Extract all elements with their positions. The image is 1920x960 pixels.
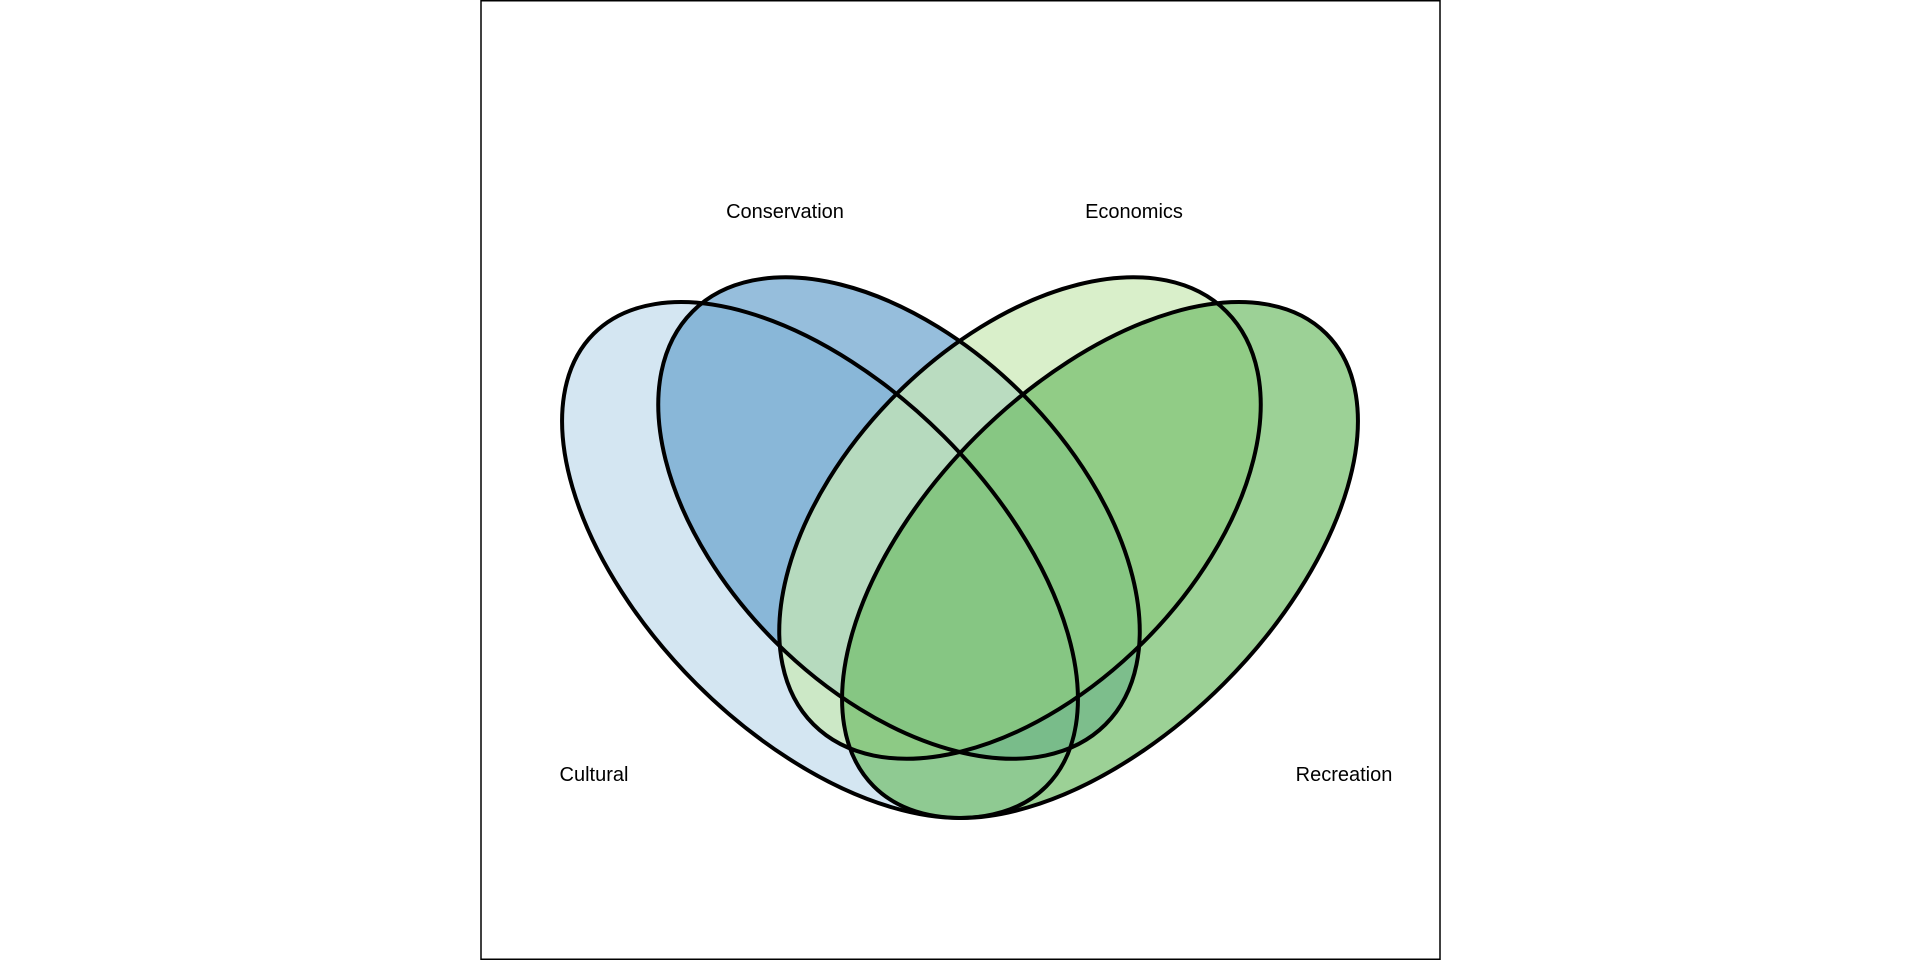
set-outline-economics bbox=[777, 275, 1263, 761]
set-label-cultural: Cultural bbox=[560, 764, 629, 786]
set-label-conservation: Conservation bbox=[726, 201, 844, 223]
set-label-recreation: Recreation bbox=[1296, 764, 1393, 786]
set-outline-recreation bbox=[840, 300, 1360, 820]
set-outlines bbox=[560, 275, 1360, 820]
set-fill-recreation bbox=[842, 302, 1358, 818]
set-label-economics: Economics bbox=[1085, 201, 1183, 223]
set-outline-cultural bbox=[560, 300, 1080, 820]
set-fills bbox=[562, 277, 1358, 818]
panel-border bbox=[480, 0, 1441, 960]
